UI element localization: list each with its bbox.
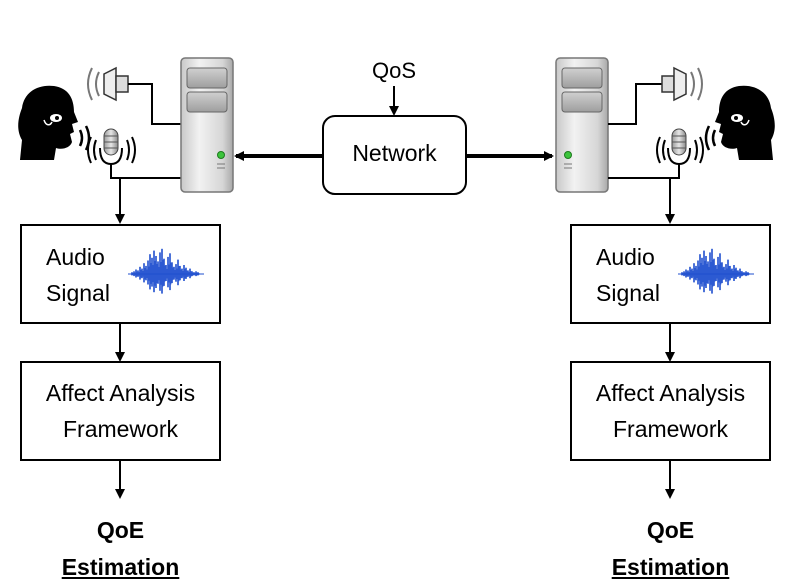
sound-waves-left-head <box>78 125 91 151</box>
server-icon-left <box>180 57 234 193</box>
audio-label-right: Audio <box>596 244 655 270</box>
waveform-icon-right <box>678 248 754 294</box>
estimation-label-right: Estimation <box>611 553 730 580</box>
connector-lines-left <box>110 83 182 179</box>
framework-label-left: Framework <box>62 415 178 442</box>
signal-label-left: Signal <box>46 279 110 306</box>
estimation-label-left: Estimation <box>61 553 180 580</box>
affect-text-left: Affect Analysis Framework <box>21 376 220 447</box>
affect-analysis-box-left <box>20 361 221 461</box>
affect-analysis-label-left: Affect Analysis <box>45 380 196 406</box>
microphone-icon-left <box>87 128 136 172</box>
audio-signal-text-right: Audio Signal <box>596 240 660 311</box>
affect-analysis-label-right: Affect Analysis <box>595 380 746 406</box>
framework-label-right: Framework <box>612 415 728 442</box>
qoe-label-right: QoE <box>646 517 695 543</box>
connector-lines-right <box>608 83 680 179</box>
speaker-icon-left <box>87 66 129 102</box>
speaker-icon-right <box>661 66 703 102</box>
affect-text-right: Affect Analysis Framework <box>571 376 770 447</box>
audio-label-left: Audio <box>46 244 105 270</box>
waveform-icon-left <box>128 248 204 294</box>
qoe-estimation-right: QoE Estimation <box>571 512 770 586</box>
audio-signal-text-left: Audio Signal <box>46 240 110 311</box>
affect-analysis-box-right <box>570 361 771 461</box>
server-icon-right <box>555 57 609 193</box>
signal-label-right: Signal <box>596 279 660 306</box>
qos-label: QoS <box>371 58 417 83</box>
qoe-estimation-left: QoE Estimation <box>21 512 220 586</box>
sound-waves-right-head <box>704 125 717 151</box>
speaking-head-icon-right <box>715 85 775 160</box>
speaking-head-icon-left <box>18 85 78 160</box>
network-label: Network <box>352 140 437 166</box>
microphone-icon-right <box>656 128 704 172</box>
qoe-label-left: QoE <box>96 517 145 543</box>
